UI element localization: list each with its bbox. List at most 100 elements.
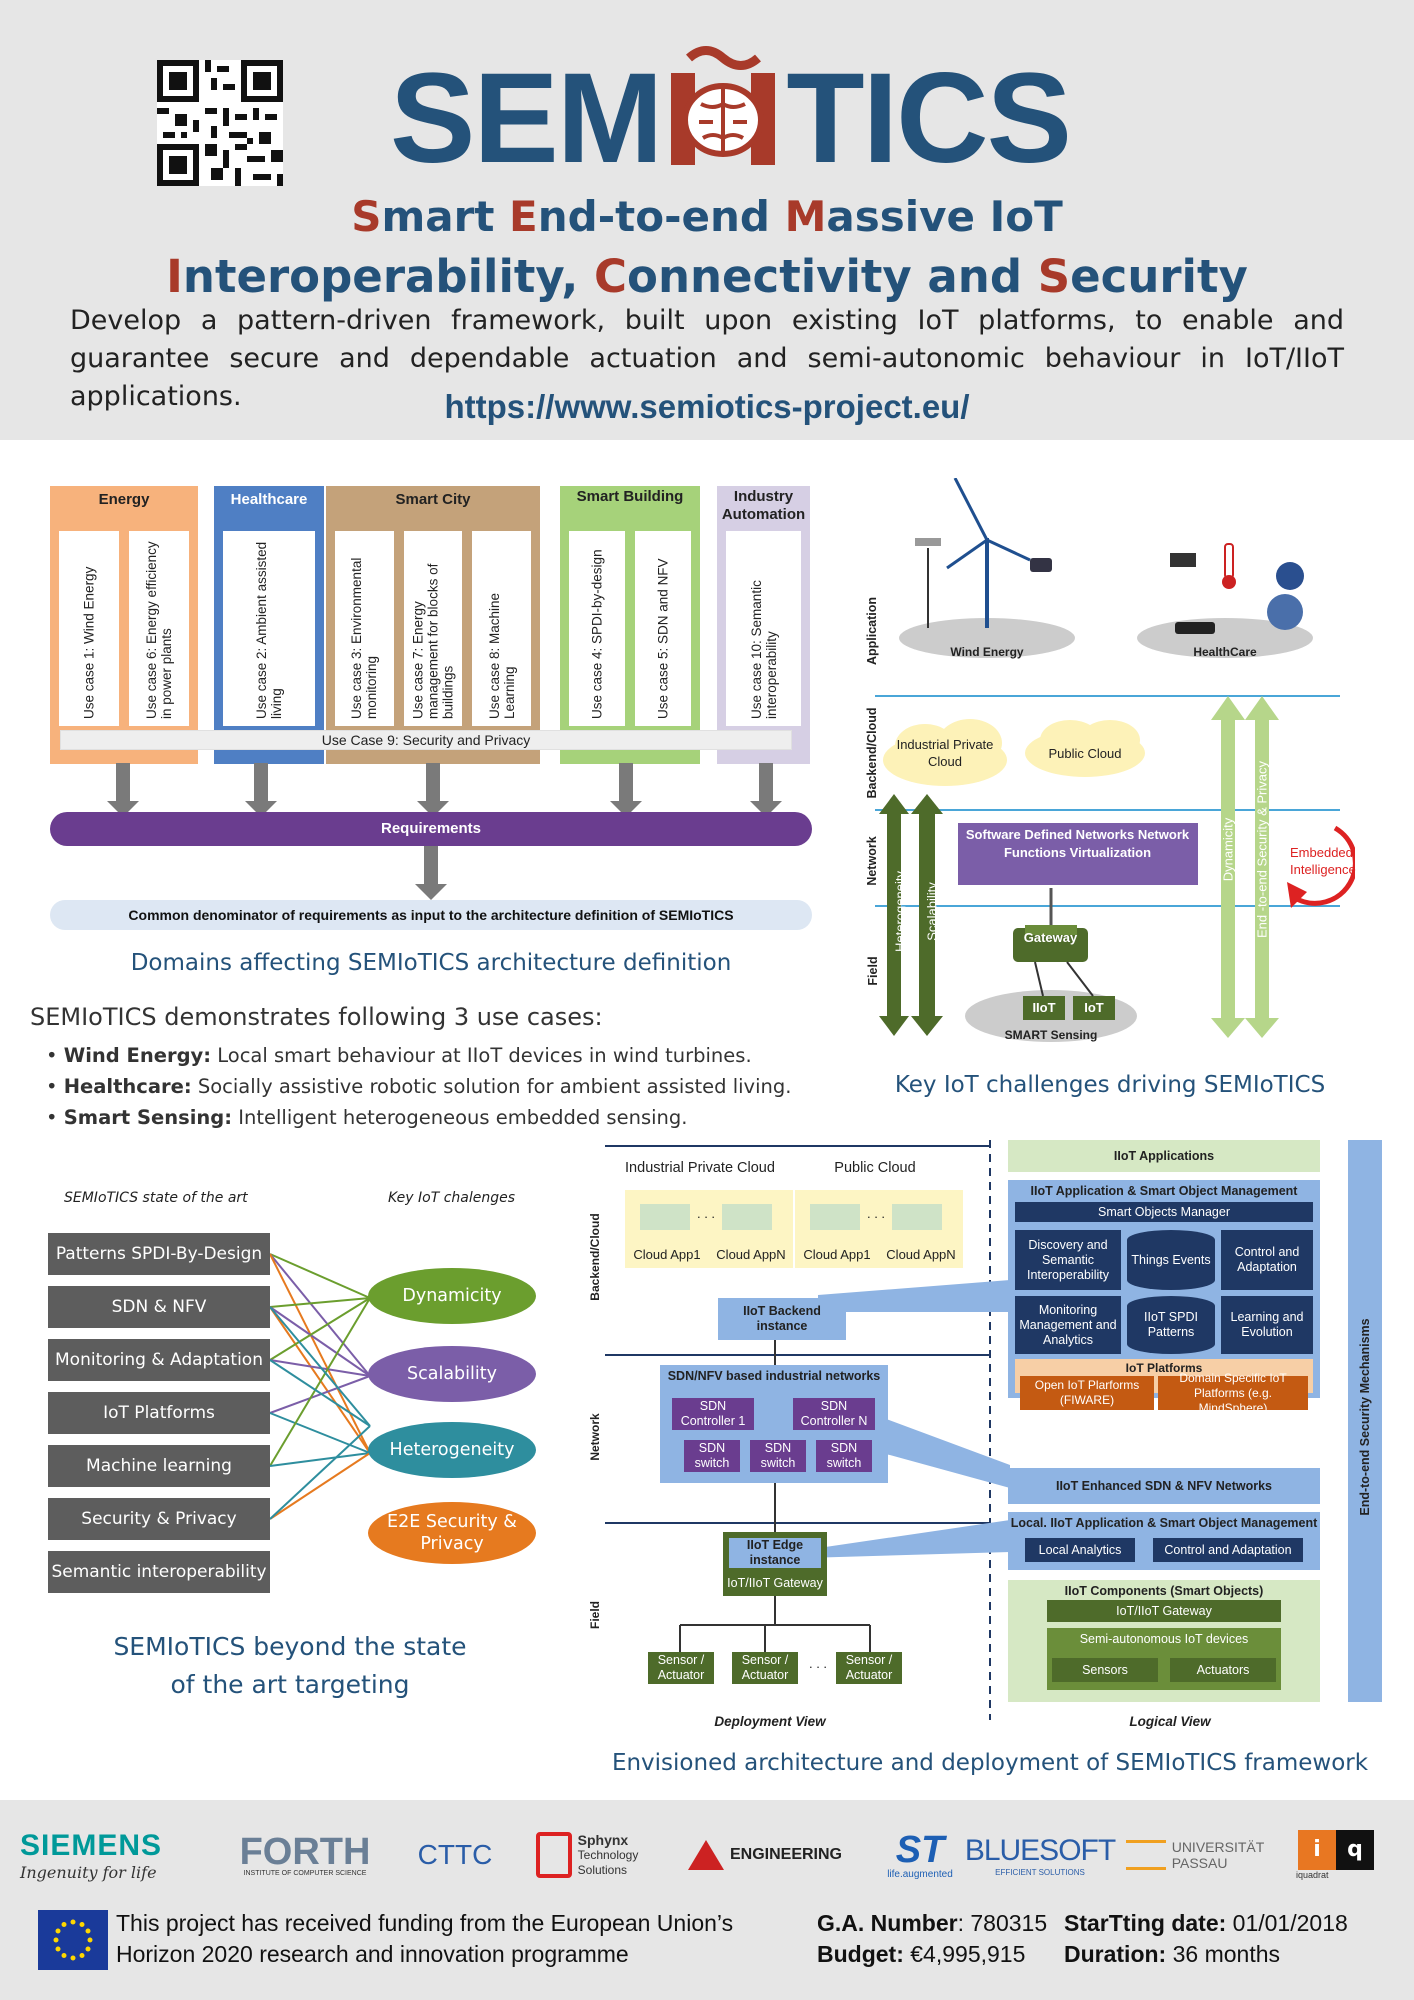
use-case-card: Use case 6: Energy efficiency in power p… (129, 531, 189, 726)
challenges-caption: Key IoT challenges driving SEMIoTICS (894, 1072, 1326, 1098)
domain-title: Healthcare (230, 491, 308, 508)
use-case-label: Use case 6: Energy efficiency in power p… (144, 540, 174, 719)
e2e-label: End -to-end Security & Privacy (1254, 760, 1270, 939)
learning-evolution-box: Learning and Evolution (1221, 1296, 1313, 1354)
use-cases-heading: SEMIoTICS demonstrates following 3 use c… (30, 1003, 603, 1031)
footer-band (0, 1800, 1414, 2000)
state-of-art-item: Semantic interoperability (48, 1551, 270, 1593)
partner-iquadrat-logo[interactable]: i q iquadrat (1296, 1820, 1376, 1890)
layer-label-application: Application (865, 596, 879, 666)
iot-platforms-title: IoT Platforms (1125, 1361, 1203, 1375)
use-case-label: Use case 8: Machine Learning (486, 592, 517, 719)
project-dates: StarTting date: 01/01/2018 Duration: 36 … (1064, 1908, 1348, 1970)
iquadrat-text: iquadrat (1296, 1870, 1329, 1880)
components-gateway: IoT/IIoT Gateway (1047, 1600, 1281, 1622)
partner-bluesoft-logo[interactable]: BLUESOFT EFFICIENT SOLUTIONS (965, 1820, 1116, 1890)
use-case-item-text: Local smart behaviour at IIoT devices in… (211, 1044, 752, 1067)
architecture-diagram: Industrial Private Cloud Public Cloud Ba… (580, 1140, 1400, 1740)
passau-text-2: PASSAU (1171, 1855, 1228, 1871)
partner-sphynx-logo[interactable]: Sphynx Technology Solutions (522, 1820, 652, 1890)
use-case-label: Use case 1: Wind Energy (81, 566, 97, 719)
use-case-item-title: Healthcare: (63, 1075, 192, 1098)
sphynx-sub-2: Solutions (577, 1862, 628, 1877)
project-url-link[interactable]: https://www.semiotics-project.eu/ (444, 388, 970, 425)
partner-engineering-logo[interactable]: ENGINEERING (675, 1820, 855, 1890)
state-of-art-item: IoT Platforms (48, 1392, 270, 1434)
security-bar: Use Case 9: Security and Privacy (60, 730, 792, 750)
domain-specific-platforms: Domain Specific IoT Platforms (e.g. Mind… (1158, 1371, 1308, 1415)
ga-value: : 780315 (957, 1910, 1048, 1936)
state-of-art-heading: SEMIoTICS state of the art (64, 1190, 248, 1206)
iquadrat-i: i (1298, 1830, 1336, 1870)
down-arrow-icon (417, 763, 449, 817)
use-case-card: Use case 7: Energy management for blocks… (403, 531, 463, 726)
key-challenge-ellipse: E2E Security & Privacy (368, 1502, 536, 1564)
partner-siemens-logo[interactable]: SIEMENS Ingenuity for life (20, 1820, 210, 1890)
state-of-art-item: Patterns SPDI-By-Design (48, 1233, 270, 1275)
cttc-text: CTTC (417, 1839, 493, 1870)
partner-passau-logo[interactable]: UNIVERSITÄT PASSAU (1110, 1820, 1280, 1890)
state-of-art-item: Security & Privacy (48, 1498, 270, 1540)
cloud-dots-2: . . . (866, 1206, 886, 1221)
domain-title: Energy (98, 491, 150, 508)
title-fragment: M (784, 192, 827, 241)
key-challenge-ellipse: Dynamicity (368, 1268, 536, 1324)
sensor-actuator-1: Sensor / Actuator (648, 1652, 714, 1684)
wind-energy-label: Wind Energy (950, 645, 1024, 659)
use-case-card: Use case 10: Semantic interoperability (726, 531, 801, 726)
title-fragment: mart (381, 192, 510, 241)
iiot-label: IIoT (1032, 1000, 1056, 1015)
cloud-appn-label: Cloud AppN (716, 1247, 786, 1262)
state-of-art-item: Monitoring & Adaptation (48, 1339, 270, 1381)
title-fragment: S (351, 192, 382, 241)
state-of-art-item: SDN & NFV (48, 1286, 270, 1328)
use-case-item-text: Intelligent heterogeneous embedded sensi… (232, 1106, 688, 1129)
gateway-label: Gateway (1023, 930, 1078, 945)
monitoring-box: Monitoring Management and Analytics (1015, 1296, 1121, 1354)
ga-label: G.A. Number (817, 1910, 958, 1936)
title-fragment: S (1037, 250, 1071, 303)
sdn-nfv-box: Software Defined Networks Network Functi… (965, 827, 1190, 860)
semi-autonomous-title: Semi-autonomous IoT devices (1079, 1632, 1249, 1646)
down-arrow-icon (750, 763, 782, 817)
cloud-app1-label: Cloud App1 (633, 1247, 701, 1262)
st-tagline: life.augmented (887, 1868, 953, 1880)
title-fragment: I (166, 250, 183, 303)
discovery-box: Discovery and Semantic Interoperability (1015, 1230, 1121, 1290)
arch-layer-network: Network (588, 1413, 602, 1461)
layer-label-field: Field (866, 956, 880, 986)
open-iot-platforms: Open IoT Plarforms (FIWARE) (1020, 1376, 1154, 1410)
local-mgmt-title: Local. IIoT Application & Smart Object M… (1010, 1516, 1318, 1530)
heterogeneity-label: Heterogeneity (892, 871, 908, 952)
domain-title: Smart Building (576, 488, 684, 505)
beyond-caption: SEMIoTICS beyond the state of the art ta… (60, 1628, 520, 1704)
qr-code[interactable] (157, 60, 283, 186)
cloud-app1-label: Cloud App1 (803, 1247, 871, 1262)
partner-forth-logo[interactable]: FORTH INSTITUTE OF COMPUTER SCIENCE (225, 1820, 385, 1890)
challenges-diagram: Application Backend/Cloud Network Field … (855, 478, 1356, 1048)
local-control-box: Control and Adaptation (1153, 1538, 1303, 1562)
iquadrat-q: q (1336, 1830, 1374, 1870)
deployment-view-label: Deployment View (714, 1714, 826, 1729)
iot-label: IoT (1084, 1000, 1104, 1015)
passau-text-1: UNIVERSITÄT (1171, 1839, 1265, 1855)
edge-gateway-label: IoT/IIoT Gateway (727, 1576, 823, 1590)
common-denominator-bar: Common denominator of requirements as in… (50, 900, 812, 930)
use-case-label: Use case 4: SPDI-by-design (589, 548, 605, 719)
partner-st-logo[interactable]: ST life.augmented (870, 1820, 970, 1890)
components-title: IIoT Components (Smart Objects) (1064, 1584, 1264, 1598)
smart-sensing-label: SMART Sensing (1004, 1028, 1098, 1042)
budget-label: Budget: (817, 1941, 904, 1967)
sdn-switch-3: SDN switch (816, 1440, 872, 1472)
cloud-dots-1: . . . (696, 1206, 716, 1221)
backend-instance-box: IIoT Backend instance (718, 1298, 846, 1340)
title-fragment: E (509, 192, 538, 241)
partner-cttc-logo[interactable]: CTTC (400, 1820, 510, 1890)
arch-industrial-cloud-label: Industrial Private Cloud (625, 1160, 775, 1176)
title-fragment: nteroperability, (182, 250, 594, 303)
logo-text-tics: TICS (786, 47, 1072, 190)
title-fragment: C (594, 250, 628, 303)
funding-line-1: This project has received funding from t… (116, 1910, 734, 1936)
use-case-card: Use case 2: Ambient assisted living (223, 531, 315, 726)
